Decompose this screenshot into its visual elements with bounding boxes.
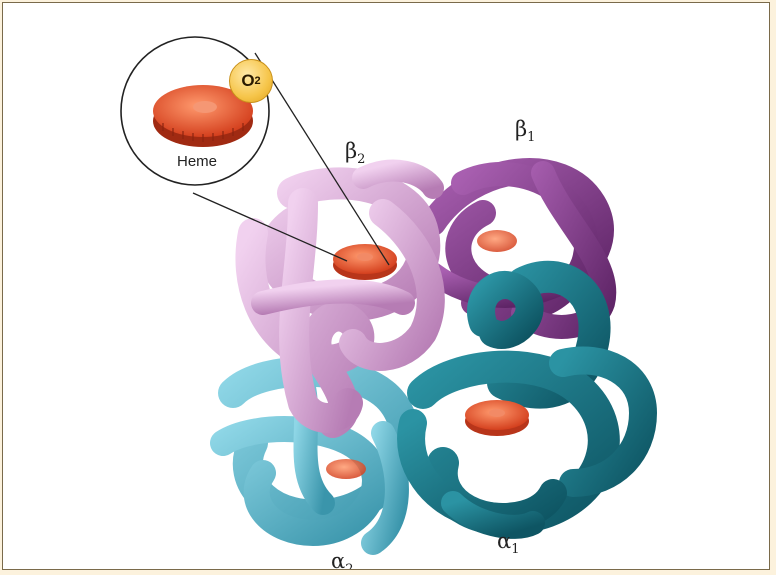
heme-beta1-icon [477, 230, 517, 252]
alpha1-subunit [411, 277, 643, 527]
alpha1-label: α1 [497, 531, 519, 556]
heme-alpha1-icon [465, 400, 529, 436]
heme-label: Heme [177, 153, 217, 170]
heme-alpha2-icon [326, 459, 366, 479]
oxygen-subscript: 2 [255, 75, 261, 87]
beta1-label: β1 [515, 119, 535, 144]
oxygen-symbol: O [241, 71, 254, 91]
alpha2-label: α2 [331, 551, 353, 570]
beta2-label: β2 [345, 141, 365, 166]
hemoglobin-illustration [3, 3, 770, 570]
